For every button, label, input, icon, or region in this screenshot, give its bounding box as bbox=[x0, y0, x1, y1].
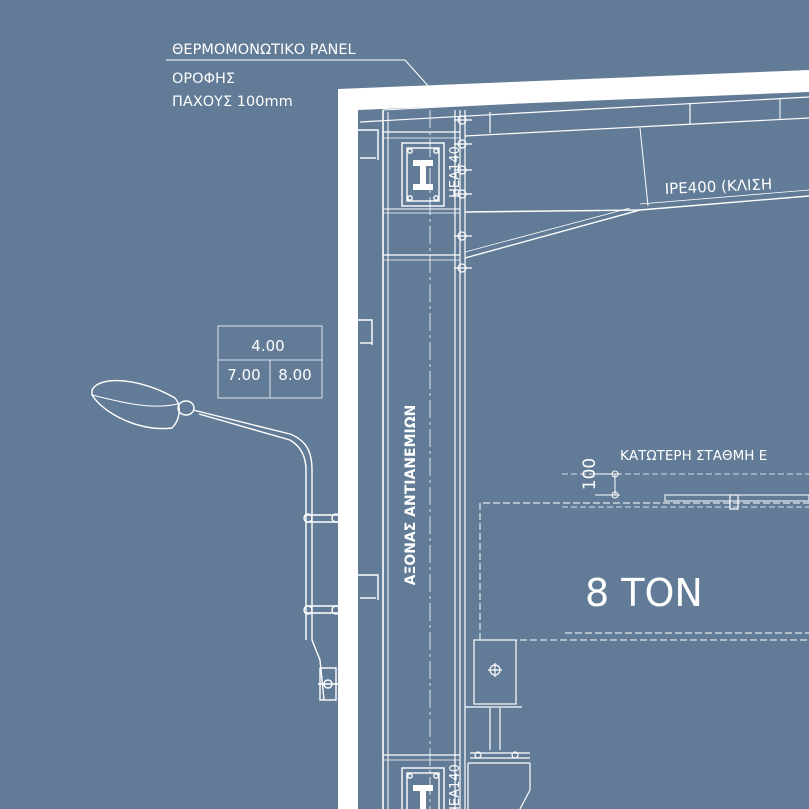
street-lamp bbox=[91, 379, 341, 701]
wind-axis-label: ΑΞΟΝΑΣ ΑΝΤΙΑΝΕΜΙΩΝ bbox=[403, 405, 419, 586]
crane-bracket bbox=[465, 639, 531, 809]
level-table-bottom-left-value: 7.00 bbox=[227, 366, 260, 384]
beam-profile-label: IPE400 (ΚΛΙΣΗ bbox=[664, 175, 772, 198]
flange-bolts bbox=[454, 115, 472, 273]
panel-note-line2: ΟΡΟΦΗΣ bbox=[172, 71, 235, 87]
level-table-bottom-right-value: 8.00 bbox=[278, 366, 311, 384]
hea140-section-bottom bbox=[401, 767, 445, 809]
crane-capacity-label: 8 TON bbox=[585, 571, 703, 615]
roof-panel bbox=[338, 70, 809, 809]
crane-offset-dimension: 100 bbox=[580, 458, 600, 490]
panel-note-line1: ΘΕΡΜΟΜΟΝΩΤΙΚΟ PANEL bbox=[172, 42, 356, 58]
crane-runway bbox=[562, 470, 809, 510]
column-profile-label-bottom: HEA140 bbox=[448, 764, 463, 809]
level-table: 4.00 7.00 8.00 bbox=[217, 325, 323, 399]
panel-leader bbox=[166, 59, 431, 89]
wall-purlins bbox=[358, 129, 379, 600]
crane-level-label: ΚΑΤΩΤΕΡΗ ΣΤΑΘΜΗ Ε bbox=[620, 448, 767, 464]
level-table-top-value: 4.00 bbox=[251, 337, 284, 355]
lamp-bracket-plate bbox=[339, 344, 355, 551]
column-profile-label-top: HEA140 bbox=[448, 146, 463, 198]
crane-outline bbox=[479, 502, 809, 641]
panel-note-line3: ΠΑΧΟΥΣ 100mm bbox=[172, 94, 293, 110]
hea140-section-top bbox=[401, 142, 445, 207]
main-column bbox=[382, 110, 466, 809]
ipe400-rafter bbox=[464, 98, 809, 259]
